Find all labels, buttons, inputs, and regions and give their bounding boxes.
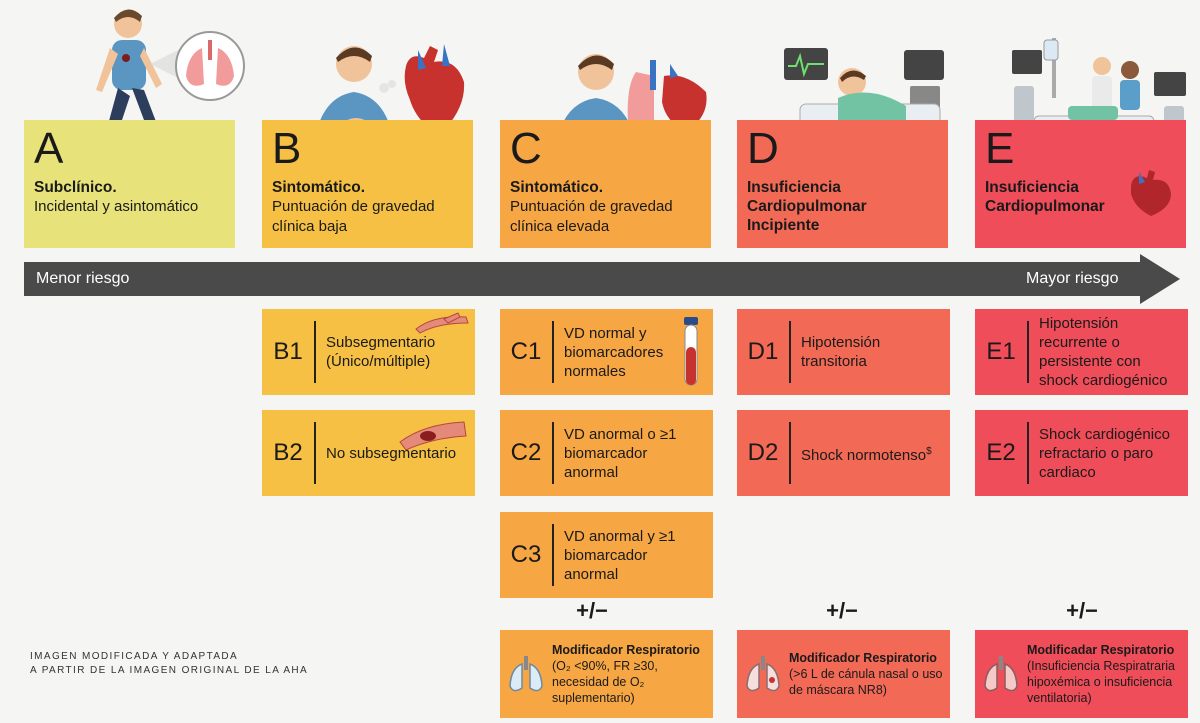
separator xyxy=(552,524,554,586)
category-title: Sintomático. xyxy=(510,179,604,196)
category-card-c: C Sintomático. Puntuación de gravedad cl… xyxy=(500,120,711,248)
subcategory-text: Hipotensión transitoria xyxy=(801,334,881,370)
modifier-detail: (Insuficiencia Respiratraria hipoxémica … xyxy=(1027,659,1175,705)
category-desc: Incidental y asintomático xyxy=(34,198,199,215)
subcategory-text: Shock normotenso$ xyxy=(791,442,940,465)
lungs-icon-wrap xyxy=(500,654,552,694)
separator xyxy=(552,321,554,383)
category-letter: E xyxy=(985,124,1015,173)
lungs-icon xyxy=(984,656,1018,692)
category-letter: D xyxy=(747,124,779,173)
subcategory-b2: B2 No subsegmentario xyxy=(262,410,475,496)
subcategory-text: VD anormal y ≥1 biomarcador anormal xyxy=(564,527,676,583)
subcategory-code: C3 xyxy=(510,541,542,568)
separator xyxy=(1027,321,1029,383)
plus-minus-d: +/− xyxy=(826,598,858,623)
category-title: Subclínico. xyxy=(34,179,117,196)
modifier-detail: (O₂ <90%, FR ≥30, necesidad de O₂ suplem… xyxy=(552,659,658,705)
separator xyxy=(314,321,316,383)
subcategory-code: B1 xyxy=(273,338,303,365)
category-card-e: E Insuficiencia Cardiopulmonar xyxy=(975,120,1186,248)
subcategory-d2: D2 Shock normotenso$ xyxy=(737,410,950,496)
category-desc: Puntuación de gravedad clínica elevada xyxy=(510,198,673,235)
low-risk-label: Menor riesgo xyxy=(36,270,130,287)
subcategory-c2: C2 VD anormal o ≥1 biomarcador anormal xyxy=(500,410,713,496)
category-letter: B xyxy=(272,124,302,173)
subcategory-code: D1 xyxy=(747,338,779,365)
subcategory-code: E2 xyxy=(986,439,1016,466)
category-card-a: A Subclínico. Incidental y asintomático xyxy=(24,120,235,248)
subcategory-code: C2 xyxy=(510,439,542,466)
risk-arrow-head xyxy=(1140,254,1180,304)
subcategory-c1: C1 VD normal y biomarcadores normales xyxy=(500,309,713,395)
lungs-icon xyxy=(746,656,780,692)
category-letter: C xyxy=(510,124,542,173)
category-card-d: D Insuficiencia Cardiopulmonar Incipient… xyxy=(737,120,948,248)
respiratory-modifier-e: Modificadar Respiratorio (Insuficiencia … xyxy=(975,630,1188,718)
subcategory-d1: D1 Hipotensión transitoria xyxy=(737,309,950,395)
vessel-icon xyxy=(415,312,469,334)
subcategory-text: Hipotensión recurrente o persistente con… xyxy=(1039,315,1168,389)
modifier-text: Modificadar Respiratorio (Insuficiencia … xyxy=(1027,642,1188,706)
plus-minus-c: +/− xyxy=(576,598,608,623)
heart-icon xyxy=(1131,170,1171,216)
lungs-icon-wrap xyxy=(737,654,789,694)
subcategory-code: B2 xyxy=(273,439,303,466)
modifier-title: Modificador Respiratorio xyxy=(552,643,700,657)
subcategory-c3: C3 VD anormal y ≥1 biomarcador anormal xyxy=(500,512,713,598)
respiratory-modifier-c: Modificador Respiratorio (O₂ <90%, FR ≥3… xyxy=(500,630,713,718)
modifier-text: Modificador Respiratorio (>6 L de cánula… xyxy=(789,650,950,698)
subcategory-text: VD normal y biomarcadores normales xyxy=(564,324,664,380)
modifier-title: Modificadar Respiratorio xyxy=(1027,643,1175,657)
lungs-icon xyxy=(509,656,543,692)
test-tube-icon xyxy=(684,317,698,386)
separator xyxy=(552,422,554,484)
footnote-mark: $ xyxy=(926,445,932,457)
subcategory-e2: E2 Shock cardiogénico refractario o paro… xyxy=(975,410,1188,496)
lungs-icon-wrap xyxy=(975,654,1027,694)
category-title: Insuficiencia Cardiopulmonar xyxy=(985,179,1105,215)
modifier-detail: (>6 L de cánula nasal o uso de máscara N… xyxy=(789,667,943,697)
plus-minus-e: +/− xyxy=(1066,598,1098,623)
subcategory-code: E1 xyxy=(986,338,1016,365)
category-desc: Puntuación de gravedad clínica baja xyxy=(272,198,435,235)
separator xyxy=(789,422,791,484)
category-title: Insuficiencia Cardiopulmonar Incipiente xyxy=(747,179,867,234)
category-title: Sintomático. xyxy=(272,179,366,196)
respiratory-modifier-d: Modificador Respiratorio (>6 L de cánula… xyxy=(737,630,950,718)
subcategory-e1: E1 Hipotensión recurrente o persistente … xyxy=(975,309,1188,395)
vessel-clot-icon xyxy=(399,421,467,450)
separator xyxy=(1027,422,1029,484)
subcategory-text: VD anormal o ≥1 biomarcador anormal xyxy=(564,425,677,481)
subcategory-text-main: Shock normotenso xyxy=(801,446,927,464)
subcategory-code: D2 xyxy=(747,439,779,466)
subcategory-text: Subsegmentario (Único/múltiple) xyxy=(326,334,436,370)
risk-arrow xyxy=(24,262,1144,296)
modifier-text: Modificador Respiratorio (O₂ <90%, FR ≥3… xyxy=(552,642,713,706)
subcategory-code: C1 xyxy=(510,338,542,365)
credit-line-2: A PARTIR DE LA IMAGEN ORIGINAL DE LA AHA xyxy=(30,665,309,676)
high-risk-label: Mayor riesgo xyxy=(1026,270,1119,287)
subcategory-text: Shock cardiogénico refractario o paro ca… xyxy=(1039,425,1170,481)
separator xyxy=(789,321,791,383)
category-letter: A xyxy=(34,124,64,173)
separator xyxy=(314,422,316,484)
image-credit: IMAGEN MODIFICADA Y ADAPTADA A PARTIR DE… xyxy=(30,650,308,678)
subcategory-text: No subsegmentario xyxy=(326,444,457,462)
category-card-b: B Sintomático. Puntuación de gravedad cl… xyxy=(262,120,473,248)
modifier-title: Modificador Respiratorio xyxy=(789,651,937,665)
subcategory-b1: B1 Subsegmentario (Único/múltiple) xyxy=(262,309,475,395)
credit-line-1: IMAGEN MODIFICADA Y ADAPTADA xyxy=(30,651,239,662)
